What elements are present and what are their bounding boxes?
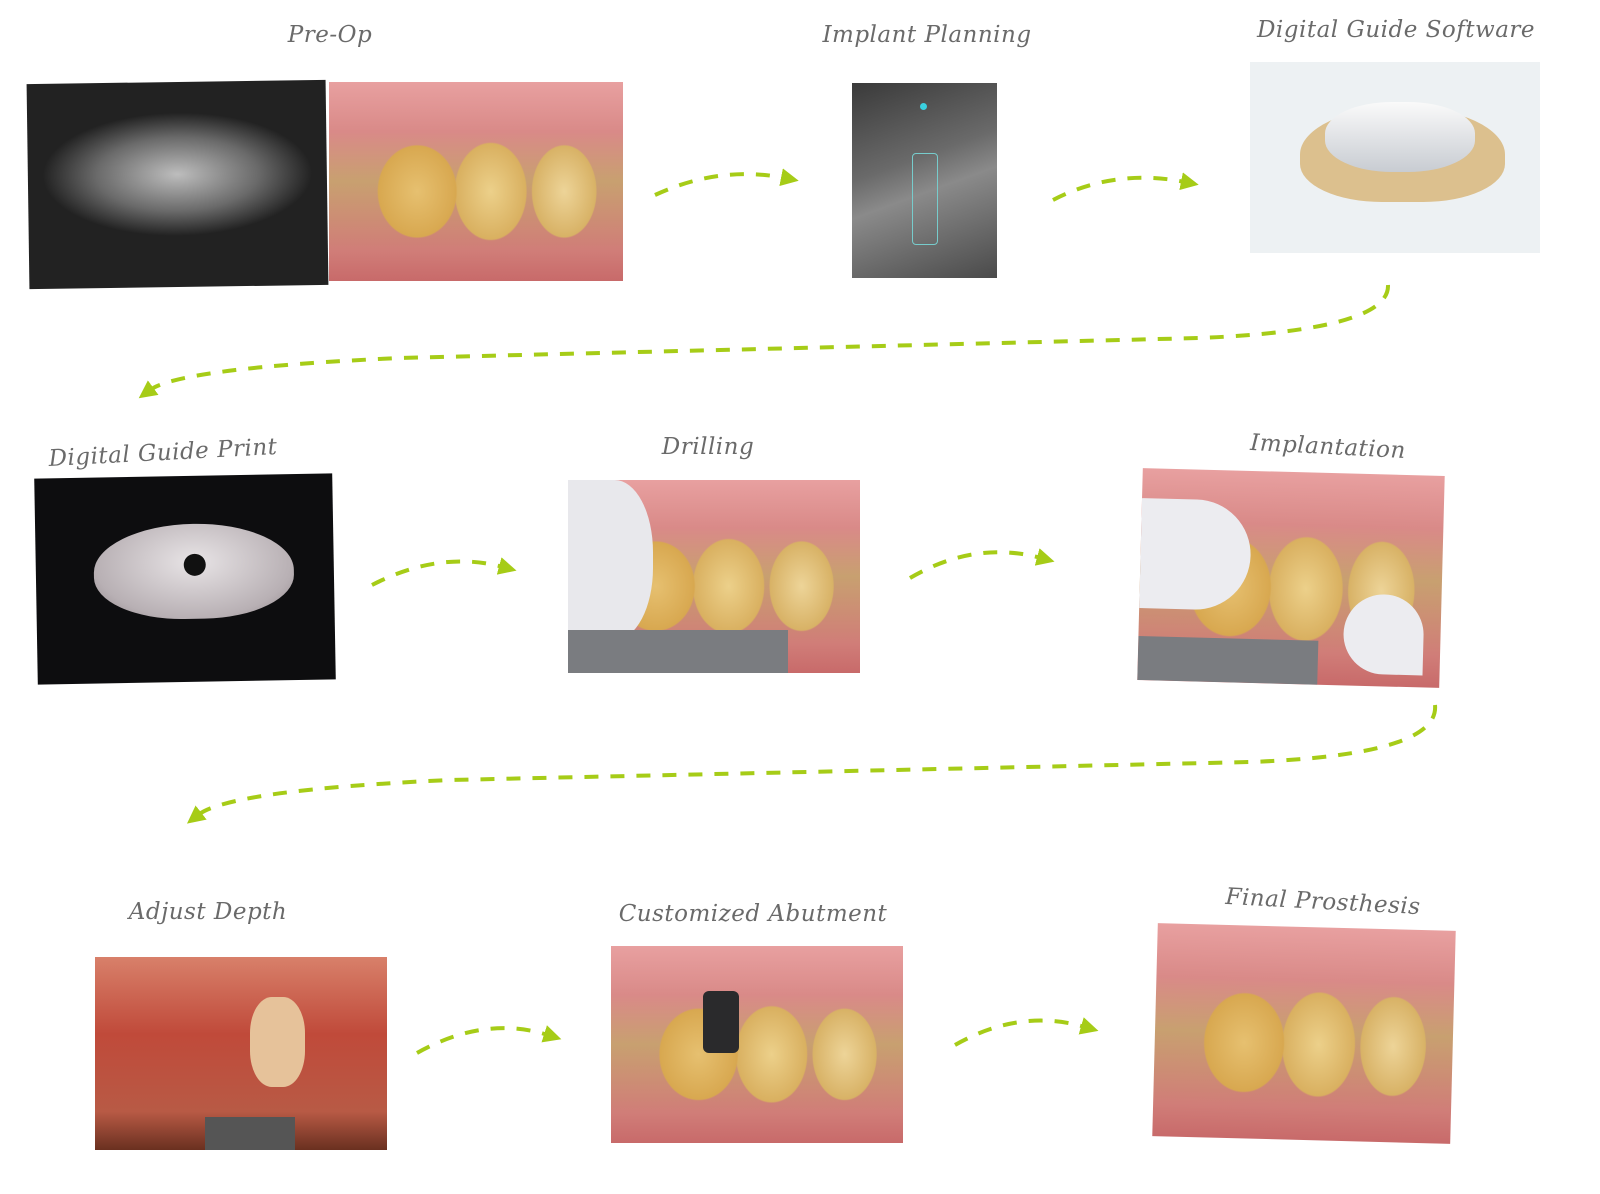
digital-guide-print-photo — [34, 473, 336, 685]
pre-op-teeth-photo — [329, 82, 623, 281]
step-label-drilling: Drilling — [661, 434, 755, 460]
step-label-digital-guide-print: Digital Guide Print — [47, 434, 279, 472]
drilling-photo — [568, 480, 860, 673]
arrow-depth-to-abutment — [416, 1025, 562, 1055]
step-label-customized-abutment: Customized Abutment — [618, 901, 888, 927]
step-label-implant-planning: Implant Planning — [822, 22, 1032, 48]
arrow-preop-to-planning — [654, 168, 799, 197]
step-label-digital-guide-software: Digital Guide Software — [1256, 17, 1536, 43]
implantation-photo — [1137, 468, 1445, 688]
step-label-pre-op: Pre-Op — [287, 22, 373, 48]
panoramic-xray-image — [26, 79, 329, 290]
step-label-implantation: Implantation — [1249, 429, 1407, 465]
implant-planning-ct-image — [852, 83, 997, 278]
arrow-print-to-drilling — [371, 557, 517, 587]
step-label-adjust-depth: Adjust Depth — [128, 899, 288, 925]
customized-abutment-photo — [611, 946, 903, 1143]
arrow-software-to-print — [138, 284, 1391, 399]
adjust-depth-photo — [95, 957, 387, 1150]
final-prosthesis-photo — [1152, 923, 1456, 1144]
arrow-drilling-to-implantation — [908, 548, 1055, 580]
arrow-abutment-to-prosthesis — [954, 1017, 1099, 1047]
digital-guide-software-render — [1250, 62, 1540, 253]
arrow-planning-to-software — [1052, 172, 1199, 202]
step-label-final-prosthesis: Final Prosthesis — [1224, 883, 1422, 921]
arrow-implantation-to-depth — [186, 704, 1438, 824]
